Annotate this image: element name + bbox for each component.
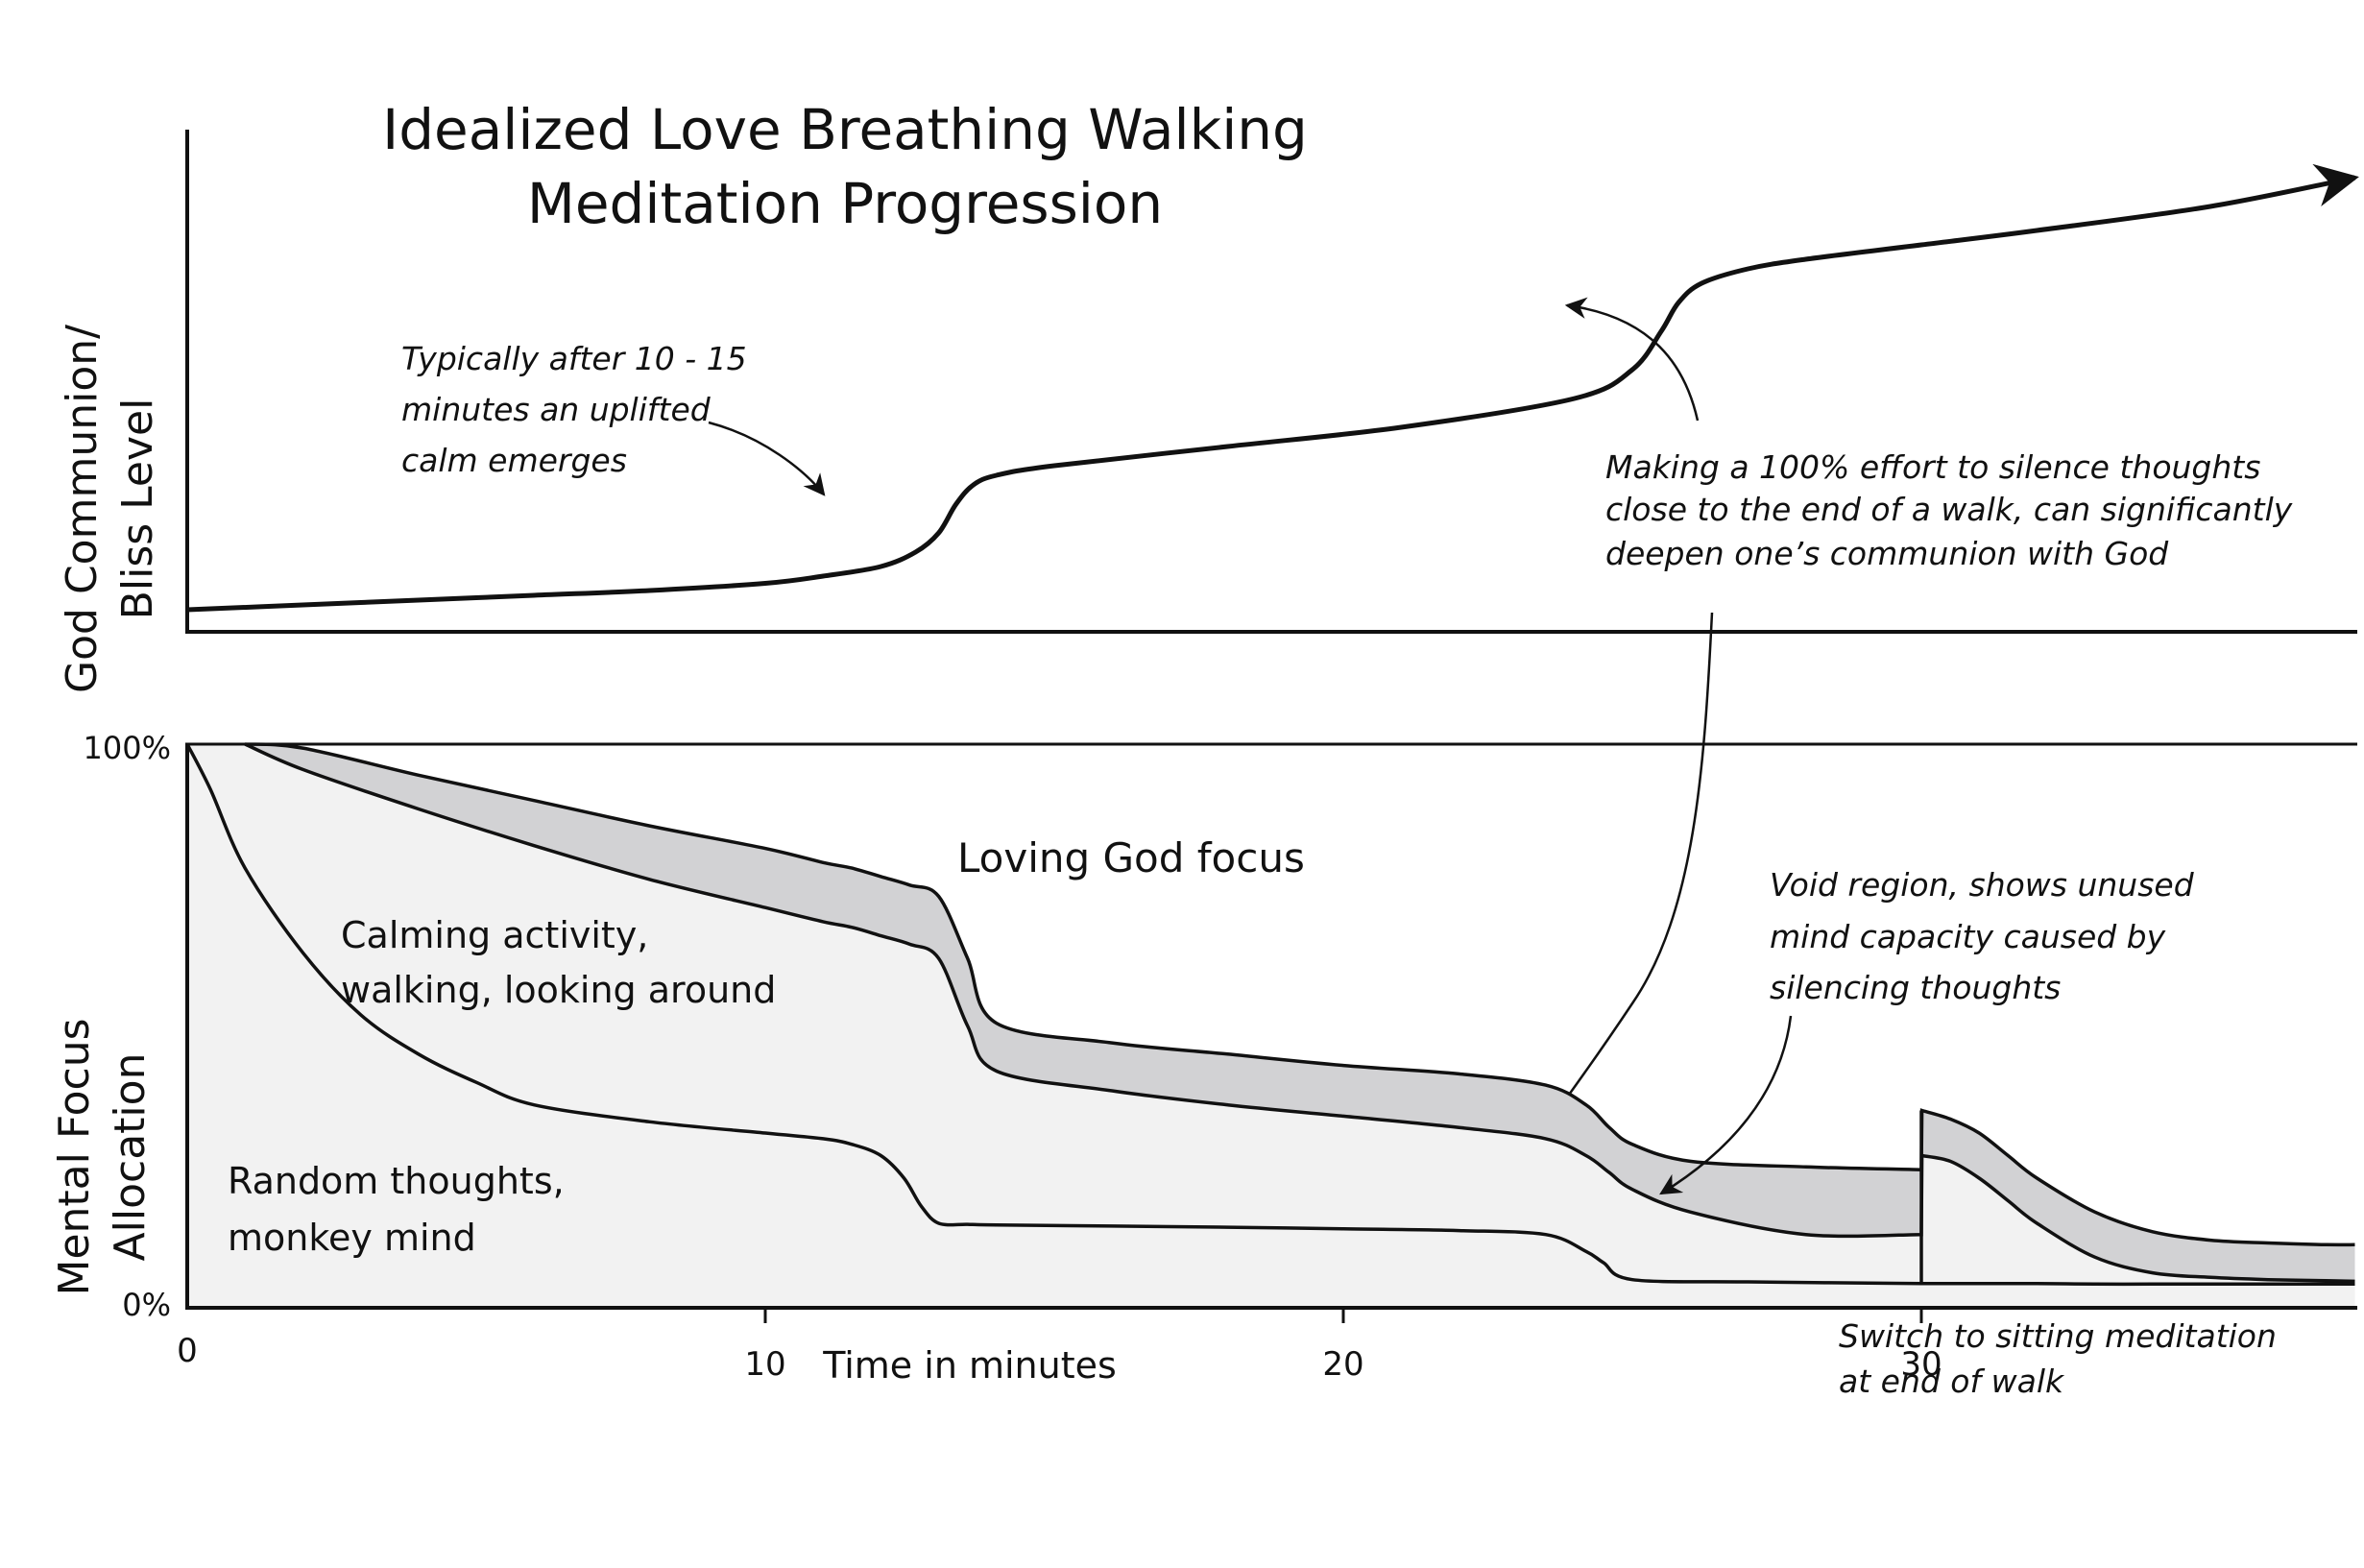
svg-text:Bliss Level: Bliss Level <box>113 398 162 620</box>
y-tick-label-100: 100% <box>84 730 171 766</box>
annotation-arrow-void <box>1659 1015 1793 1195</box>
x-tick-label: 30 <box>1900 1345 1942 1384</box>
annotation-arrow-uplifted <box>708 421 826 496</box>
svg-text:walking, looking around: walking, looking around <box>341 969 776 1011</box>
x-axis-label: Time in minutes <box>822 1344 1117 1387</box>
svg-text:close to the end of a walk, ca: close to the end of a walk, can signific… <box>1605 491 2293 528</box>
bottom-y-axis-label: Mental Focus Allocation <box>50 1018 155 1295</box>
chart-title-line-1: Idealized Love Breathing Walking <box>382 97 1308 162</box>
bliss-level-line <box>186 163 2359 613</box>
bliss-level-chart: Idealized Love Breathing Walking Meditat… <box>58 97 2359 1252</box>
x-tick-label: 20 <box>1322 1345 1363 1384</box>
region-label-void: Void region, shows unused mind capacity … <box>1659 866 2195 1195</box>
svg-text:at end of walk: at end of walk <box>1839 1363 2065 1400</box>
annotation-switch-to-sitting: Switch to sitting meditation at end of w… <box>1839 1317 2277 1400</box>
x-tick-label: 0 <box>177 1332 198 1370</box>
svg-text:Random thoughts,: Random thoughts, <box>228 1160 565 1202</box>
void-region-boundary-line <box>245 742 2355 1247</box>
void-region-area <box>245 744 2355 1282</box>
region-label-calming-activity: Calming activity, walking, looking aroun… <box>341 914 776 1011</box>
calming-activity-area <box>187 744 2355 1308</box>
top-y-axis-label: God Communion/ Bliss Level <box>58 325 162 693</box>
region-label-random-thoughts: Random thoughts, monkey mind <box>228 1160 565 1259</box>
x-tick-label: 10 <box>744 1345 785 1384</box>
svg-text:God Communion/: God Communion/ <box>58 325 107 693</box>
svg-text:Switch to sitting meditation: Switch to sitting meditation <box>1839 1317 2277 1355</box>
svg-text:Mental Focus: Mental Focus <box>50 1018 99 1295</box>
annotation-arrow-to-bliss-jump <box>1564 297 1700 422</box>
region-label-loving-god-focus: Loving God focus <box>957 834 1305 881</box>
chart-title-line-2: Meditation Progression <box>527 171 1163 236</box>
svg-text:monkey mind: monkey mind <box>228 1217 476 1259</box>
svg-text:deepen one’s communion with Go: deepen one’s communion with God <box>1605 535 2169 572</box>
svg-text:Making a 100% effort to silenc: Making a 100% effort to silence thoughts <box>1605 448 2260 486</box>
x-axis-ticks: 0 10 20 30 <box>177 1308 1942 1384</box>
svg-text:Void region, shows unused: Void region, shows unused <box>1770 866 2195 904</box>
svg-text:minutes an uplifted: minutes an uplifted <box>401 391 712 428</box>
svg-text:Allocation: Allocation <box>106 1053 155 1262</box>
svg-text:calm emerges: calm emerges <box>401 442 627 479</box>
svg-text:silencing thoughts: silencing thoughts <box>1770 969 2061 1006</box>
calming-activity-boundary-line <box>244 742 2355 1284</box>
annotation-uplifted-calm: Typically after 10 - 15 minutes an uplif… <box>401 340 826 496</box>
svg-text:Calming activity,: Calming activity, <box>341 914 648 956</box>
annotation-silence-effort: Making a 100% effort to silence thoughts… <box>1450 297 2293 1252</box>
random-thoughts-boundary-line <box>185 743 2355 1287</box>
svg-text:mind capacity caused by: mind capacity caused by <box>1770 918 2166 955</box>
svg-text:Typically after 10 - 15: Typically after 10 - 15 <box>401 340 747 377</box>
y-tick-label-0: 0% <box>122 1287 171 1323</box>
